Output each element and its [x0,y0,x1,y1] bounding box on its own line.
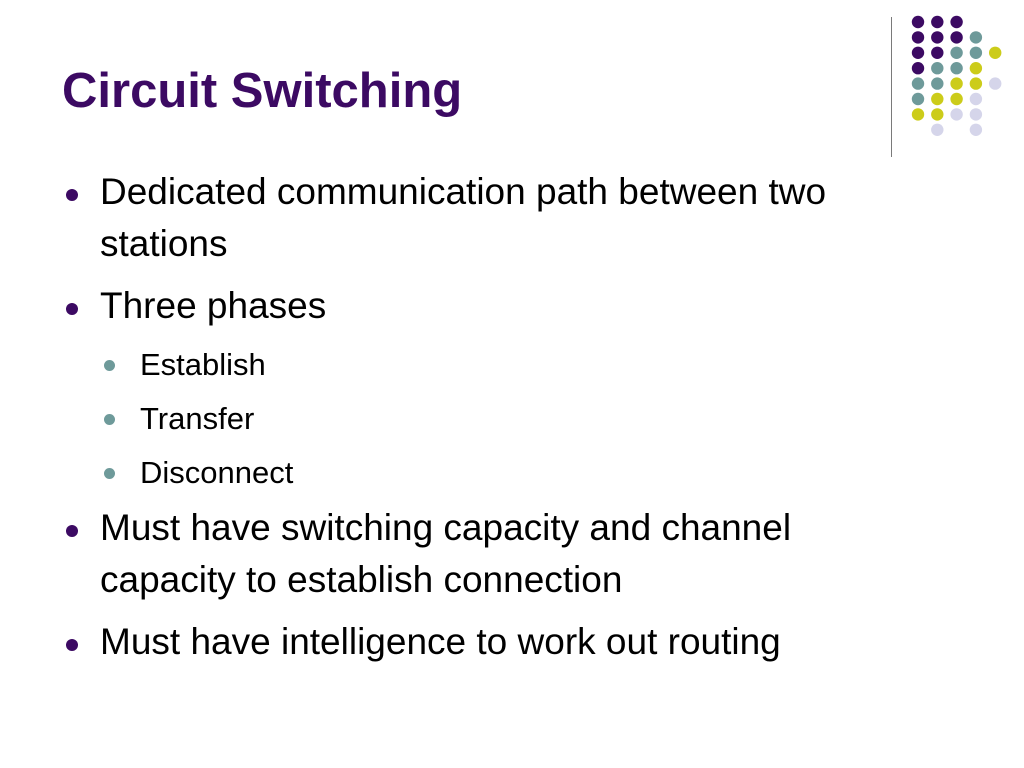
decor-dot-teal [969,31,983,44]
sub-bullet-text: Disconnect [140,455,294,490]
bullet-item-dedicated-path: Dedicated communication path between two… [62,166,962,270]
sub-bullet-item-disconnect: Disconnect [62,446,962,500]
sub-bullet-dot-icon [104,414,115,425]
decor-dot-lavender [989,77,1002,90]
sub-bullet-group: Establish Transfer Disconnect [62,338,962,500]
decor-dot-lavender [969,92,983,106]
sub-bullet-text: Establish [140,347,266,382]
decor-dot-purple [950,15,963,29]
decor-dot-teal [911,77,925,90]
bullet-text-line: stations [100,223,228,264]
bullet-dot-icon [66,189,78,201]
decor-dot-lavender [950,108,963,121]
bullet-item-routing-intelligence: Must have intelligence to work out routi… [62,616,962,668]
decor-dot-purple [911,15,925,29]
decor-dot-yellow [931,92,944,106]
bullet-dot-icon [66,303,78,315]
bullet-text: Must have intelligence to work out routi… [100,621,781,662]
decor-dot-yellow [989,46,1002,59]
bullet-item-switching-capacity: Must have switching capacity and channel… [62,502,962,606]
decor-dot-yellow [969,77,983,90]
decor-dot-purple [911,61,925,75]
decor-dot-lavender [969,108,983,121]
bullet-text-line: Must have switching capacity and channel [100,507,792,548]
decor-dot-teal [931,61,944,75]
bullet-dot-icon [66,525,78,537]
decor-dot-yellow [969,61,983,75]
decor-dot-purple [950,31,963,44]
decor-dot-yellow [911,108,925,121]
decor-dot-teal [950,61,963,75]
bullet-list: Dedicated communication path between two… [62,166,962,678]
bullet-text-line: Dedicated communication path between two [100,171,827,212]
decor-dot-teal [950,46,963,59]
decor-dot-teal [969,46,983,59]
sub-bullet-item-establish: Establish [62,338,962,392]
decor-dot-teal [911,92,925,106]
decor-dot-purple [911,31,925,44]
decor-dot-lavender [931,123,944,136]
decor-dot-purple [931,31,944,44]
bullet-dot-icon [66,639,78,651]
decor-dot-yellow [950,77,963,90]
decor-dot-purple [931,15,944,29]
bullet-text: Three phases [100,285,327,326]
decor-dot-purple [911,46,925,59]
dot-grid-decoration [911,15,1002,136]
decor-dot-lavender [969,123,983,136]
vertical-divider [891,17,892,157]
bullet-text-line: capacity to establish connection [100,559,623,600]
slide-title: Circuit Switching [62,64,463,118]
decor-dot-yellow [931,108,944,121]
sub-bullet-text: Transfer [140,401,255,436]
decor-dot-teal [931,77,944,90]
sub-bullet-dot-icon [104,468,115,479]
sub-bullet-dot-icon [104,360,115,371]
sub-bullet-item-transfer: Transfer [62,392,962,446]
decor-dot-purple [931,46,944,59]
bullet-item-three-phases: Three phases [62,280,962,332]
decor-dot-yellow [950,92,963,106]
